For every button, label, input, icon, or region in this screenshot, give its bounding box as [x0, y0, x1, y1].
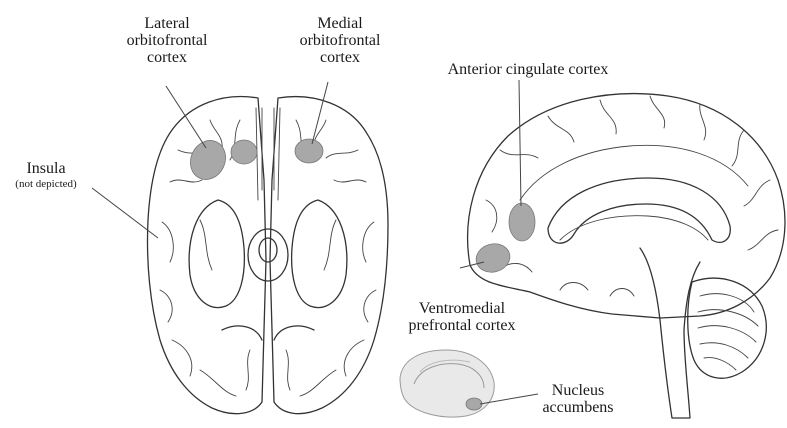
ventral-left-temporal — [189, 200, 244, 308]
nacc-label: Nucleus accumbens — [540, 382, 616, 416]
vmpfc-label-line2: prefrontal cortex — [396, 317, 528, 334]
vmpfc-label-line1: Ventromedial — [396, 300, 528, 317]
acc-leader — [519, 80, 521, 206]
medial-ofc-region — [295, 139, 323, 163]
cerebellum-left — [222, 326, 262, 340]
lateral-ofc-label: Lateral orbitofrontal cortex — [112, 15, 222, 66]
ventral-brainstem — [248, 229, 288, 281]
insula-label-text: Insula — [4, 160, 88, 177]
insula-note-text: (not depicted) — [4, 178, 88, 191]
acc-label: Anterior cingulate cortex — [428, 61, 628, 78]
lateral-ofc-leader — [166, 86, 206, 148]
cerebellum-folia — [698, 294, 758, 370]
lateral-ofc-region-inner — [231, 140, 257, 164]
insula-label: Insula — [4, 160, 88, 177]
vmpfc-label: Ventromedial prefrontal cortex — [396, 300, 528, 334]
sagittal-gyri — [486, 96, 778, 296]
lateral-ofc-label-line2: orbitofrontal — [112, 32, 222, 49]
lateral-ofc-label-line1: Lateral — [112, 15, 222, 32]
sagittal-brainstem — [640, 248, 700, 418]
ventral-brain-view — [148, 97, 389, 414]
medial-ofc-label-line3: cortex — [284, 49, 396, 66]
ventral-right-temporal — [292, 200, 347, 308]
medial-ofc-label-line1: Medial — [284, 15, 396, 32]
sagittal-brain-view — [468, 94, 785, 418]
vmpfc-region — [473, 240, 513, 276]
lateral-ofc-region — [184, 135, 232, 186]
acc-region — [509, 203, 535, 241]
nacc-region — [466, 398, 482, 410]
cerebellum-right — [274, 326, 314, 340]
corpus-callosum — [548, 178, 730, 243]
olfactory-tract-right — [278, 108, 280, 200]
lateral-ofc-label-line3: cortex — [112, 49, 222, 66]
nacc-label-line2: accumbens — [540, 399, 616, 416]
inset-brain — [400, 350, 494, 417]
insula-note: (not depicted) — [4, 178, 88, 191]
medial-ofc-label-line2: orbitofrontal — [284, 32, 396, 49]
medial-ofc-label: Medial orbitofrontal cortex — [284, 15, 396, 66]
medial-ofc-leader — [312, 82, 328, 144]
acc-label-text: Anterior cingulate cortex — [428, 61, 628, 78]
cingulate-sulcus — [520, 145, 748, 200]
ventral-pons — [259, 238, 277, 262]
nacc-label-line1: Nucleus — [540, 382, 616, 399]
fornix — [560, 216, 708, 240]
